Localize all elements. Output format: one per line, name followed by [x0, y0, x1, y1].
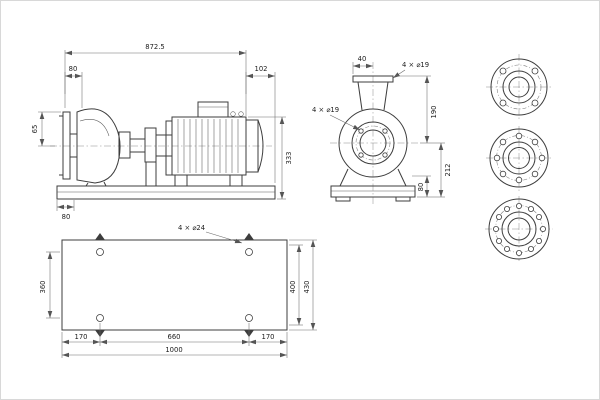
callout-anchor-holes: 4 × ⌀24 [178, 224, 205, 232]
bolt-hole [503, 245, 510, 252]
dim-width-outer: 430 [303, 281, 311, 294]
bolt-hole [503, 205, 510, 212]
side-view: 872.5 80 102 65 333 80 [31, 43, 293, 221]
bolt-hole [516, 202, 523, 209]
bolt-hole [499, 67, 507, 75]
callout-discharge-holes: 4 × ⌀19 [402, 61, 429, 69]
bolt-hole [528, 205, 535, 212]
bolt-hole [382, 152, 388, 158]
flange-view-top [486, 54, 552, 120]
anchor-hole [245, 314, 253, 322]
bolt-hole [536, 213, 543, 220]
position-marker [95, 233, 105, 240]
dim-length-right: 170 [262, 333, 275, 341]
dim-overall-length: 872.5 [145, 43, 164, 51]
flange-view-middle [486, 126, 552, 191]
lifting-eye [230, 111, 236, 117]
callout-suction-holes: 4 × ⌀19 [312, 106, 339, 114]
bolt-hole [531, 170, 539, 178]
leader-line [205, 231, 243, 244]
lifting-eye [238, 111, 244, 117]
dim-length-overall: 1000 [165, 346, 182, 354]
dim-center-height: 212 [444, 164, 452, 177]
position-marker [244, 233, 254, 240]
foot-pad [395, 196, 411, 202]
dim-rear-overhang: 102 [255, 65, 268, 73]
dim-length-center: 660 [168, 333, 181, 341]
motor-foot [229, 174, 243, 187]
suction-flange [62, 111, 71, 180]
dim-total-height: 333 [285, 152, 293, 165]
bolt-hole [531, 67, 539, 75]
bolt-hole [382, 128, 388, 134]
dim-flange-height: 65 [31, 125, 39, 134]
baseplate-end [330, 185, 416, 198]
motor-flange [165, 120, 173, 176]
bolt-hole [499, 99, 507, 107]
dim-discharge-height: 190 [430, 106, 438, 119]
coupling [144, 127, 157, 163]
anchor-hole [96, 314, 104, 322]
suction-bore [359, 129, 387, 157]
bolt-hole [538, 154, 546, 162]
bolt-hole [516, 249, 523, 256]
dim-front-bottom: 80 [62, 213, 71, 221]
flange-outer [489, 128, 549, 188]
flange-outer [488, 198, 550, 260]
motor-fins [177, 119, 239, 173]
bolt-hole [499, 138, 507, 146]
volute-casing [76, 108, 121, 184]
flange-view-bottom [485, 196, 553, 262]
bolt-hole [515, 176, 523, 184]
shaft [129, 138, 146, 153]
bolt-hole [499, 170, 507, 178]
bolt-hole [531, 138, 539, 146]
dim-width-holes: 400 [289, 281, 297, 294]
bolt-hole [531, 99, 539, 107]
dim-discharge-width: 40 [358, 55, 367, 63]
bolt-hole [495, 213, 502, 220]
motor-foot [174, 174, 188, 187]
baseplate [56, 185, 276, 200]
fan-cover [245, 119, 259, 173]
leader-line [329, 114, 361, 131]
bolt-hole [493, 154, 501, 162]
foot-pad [335, 196, 351, 202]
suction-flange-face [351, 121, 395, 165]
volute-outline [338, 108, 408, 178]
bolt-hole [492, 225, 499, 232]
bolt-hole [536, 237, 543, 244]
bolt-hole [515, 132, 523, 140]
anchor-hole [96, 248, 104, 256]
bolt-hole [358, 152, 364, 158]
seal-housing [118, 131, 131, 159]
end-view: 40 4 × ⌀19 4 × ⌀19 190 80 212 [312, 55, 452, 205]
bolt-hole [495, 237, 502, 244]
dim-width-inner: 360 [39, 281, 47, 294]
bolt-hole [528, 245, 535, 252]
dim-length-left: 170 [75, 333, 88, 341]
suction-bolt-circle [355, 125, 391, 161]
baseplate-outline [61, 239, 288, 331]
dim-front-top: 80 [69, 65, 78, 73]
support-foot [145, 161, 157, 187]
dim-base-height: 80 [417, 183, 425, 192]
discharge-flange [352, 75, 394, 83]
leader-line [392, 69, 406, 79]
anchor-hole [245, 248, 253, 256]
flange-bolt-circle [496, 64, 542, 110]
flange-views [485, 54, 553, 262]
bolt-hole [540, 225, 547, 232]
plan-view: 4 × ⌀24 360 400 430 170 660 170 1000 [39, 224, 317, 358]
flange-outer [490, 58, 548, 116]
terminal-box [197, 101, 229, 118]
